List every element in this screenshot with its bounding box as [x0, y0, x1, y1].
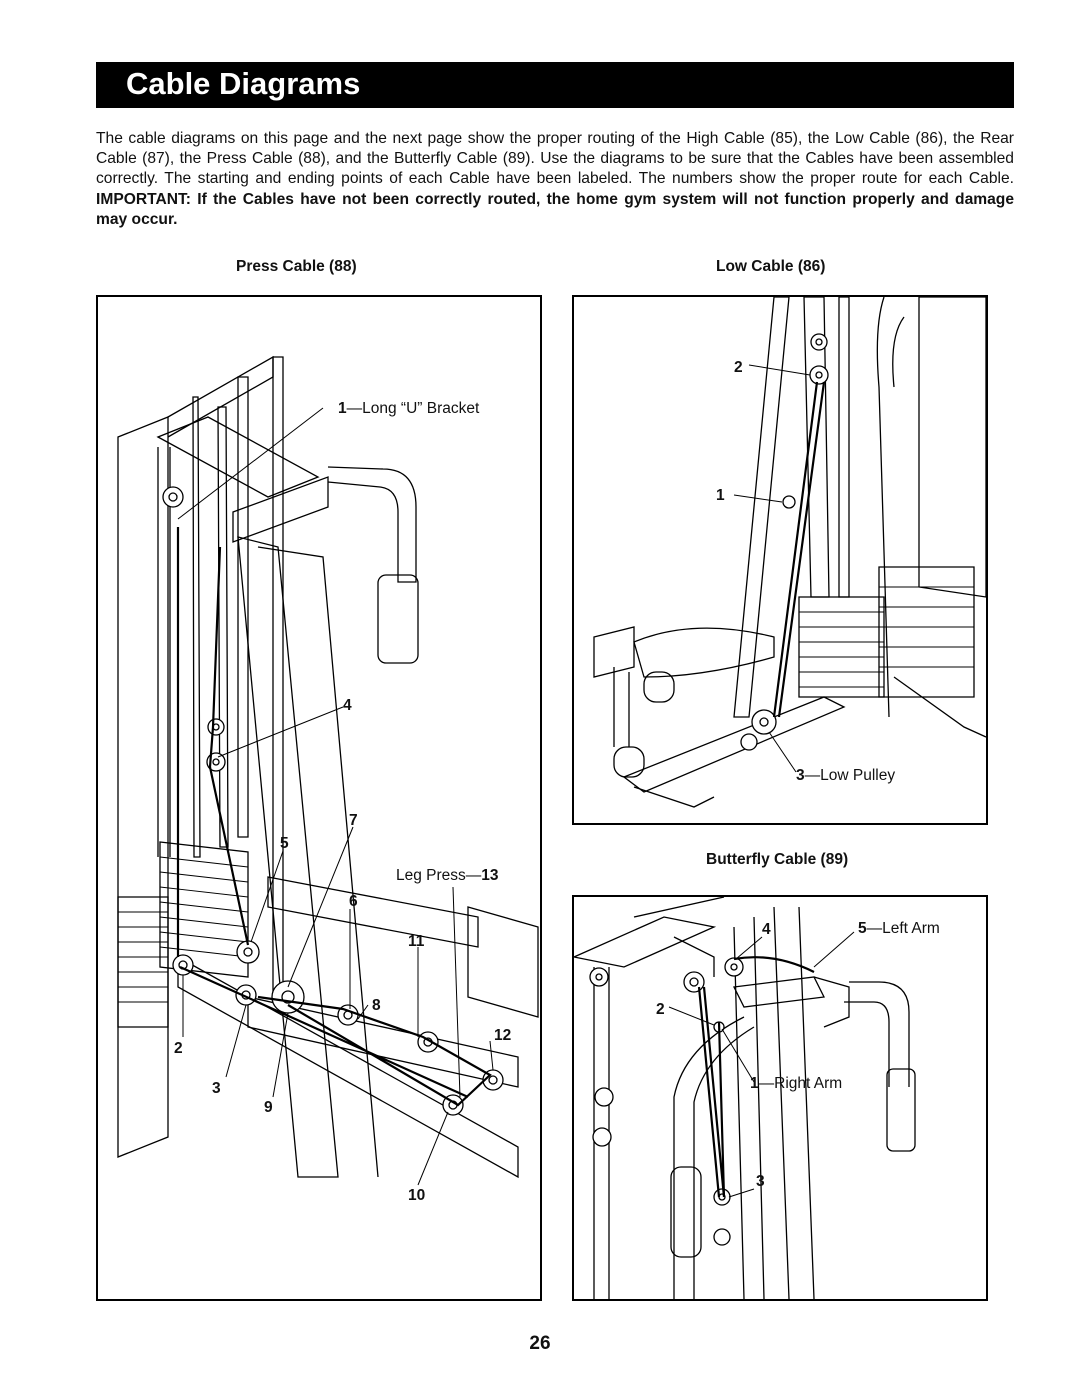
- page-number: 26: [529, 1333, 551, 1354]
- press-label-10: 10: [408, 1187, 426, 1204]
- press-label-4: 4: [343, 697, 352, 714]
- press-label-6: 6: [349, 893, 358, 910]
- press-cable-caption: Press Cable (88): [236, 258, 357, 275]
- press-label-1: 1—Long “U” Bracket: [338, 400, 480, 417]
- title-bar: Cable Diagrams: [96, 62, 1014, 108]
- press-label-3: 3: [212, 1080, 221, 1097]
- intro-paragraph: The cable diagrams on this page and the …: [96, 129, 1014, 230]
- intro-text: The cable diagrams on this page and the …: [96, 130, 1014, 188]
- butterfly-cable-diagram: 4 5—Left Arm 2 1—Right Arm 3: [572, 895, 988, 1301]
- press-label-2: 2: [174, 1040, 183, 1057]
- press-label-8: 8: [372, 997, 381, 1014]
- press-label-5: 5: [280, 835, 289, 852]
- low-cable-illustration: [593, 297, 986, 808]
- press-label-12: 12: [494, 1027, 512, 1044]
- butterfly-label-4: 4: [762, 921, 771, 938]
- low-label-3: 3—Low Pulley: [796, 767, 896, 784]
- butterfly-label-1: 1—Right Arm: [750, 1075, 843, 1092]
- low-cable-caption: Low Cable (86): [716, 258, 826, 275]
- butterfly-label-5: 5—Left Arm: [858, 920, 940, 937]
- low-label-1: 1: [716, 487, 725, 504]
- butterfly-cable-illustration: [574, 897, 916, 1299]
- press-cable-illustration: [117, 355, 539, 1186]
- press-label-7: 7: [349, 812, 358, 829]
- butterfly-cable-caption: Butterfly Cable (89): [706, 851, 849, 868]
- important-note: IMPORTANT: If the Cables have not been c…: [96, 190, 1014, 228]
- page-title: Cable Diagrams: [126, 66, 361, 101]
- press-label-11: 11: [408, 933, 425, 950]
- press-label-13: Leg Press—13: [396, 867, 499, 884]
- low-cable-diagram: 2 1 3—Low Pulley: [572, 295, 988, 825]
- press-cable-diagram: 1—Long “U” Bracket 4 5 7 Leg Press—13 6 …: [96, 295, 542, 1301]
- butterfly-label-2: 2: [656, 1001, 665, 1018]
- press-label-9: 9: [264, 1099, 273, 1116]
- butterfly-label-3: 3: [756, 1173, 765, 1190]
- low-label-2: 2: [734, 359, 743, 376]
